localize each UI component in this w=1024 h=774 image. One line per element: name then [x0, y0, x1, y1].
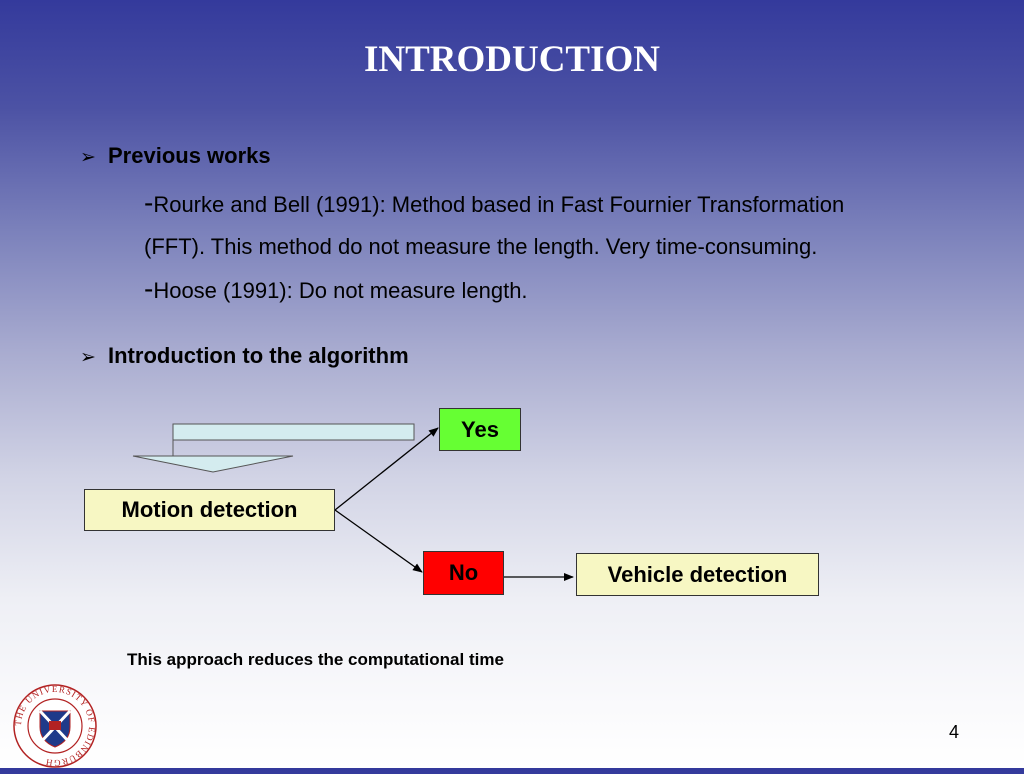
- motion-detection-box: Motion detection: [84, 489, 335, 531]
- previous-work-item-2: -Hoose (1991): Do not measure length.: [144, 273, 528, 305]
- feedback-arrow: [132, 423, 415, 473]
- arrow-to-yes: [334, 427, 439, 511]
- no-label: No: [448, 560, 479, 585]
- arrow-to-no: [334, 509, 423, 573]
- item-text: (FFT). This method do not measure the le…: [144, 234, 818, 259]
- item-dash: -: [144, 273, 154, 304]
- bullet-arrow-icon: ➢: [80, 147, 96, 168]
- item-dash: -: [144, 187, 154, 218]
- previous-works-heading: Previous works: [108, 143, 271, 168]
- yes-label: Yes: [461, 416, 499, 442]
- no-box: No: [423, 551, 504, 595]
- vehicle-detection-box: Vehicle detection: [576, 553, 819, 596]
- university-crest-icon: THE UNIVERSITY OF EDINBURGH: [12, 683, 98, 769]
- slide-title: INTRODUCTION: [363, 39, 661, 80]
- bullet-arrow-icon: ➢: [80, 347, 96, 368]
- vehicle-detection-label: Vehicle detection: [607, 561, 788, 587]
- previous-work-item-1-continuation: (FFT). This method do not measure the le…: [144, 234, 817, 260]
- item-text: Hoose (1991): Do not measure length.: [153, 278, 528, 303]
- previous-work-item-1: -Rourke and Bell (1991): Method based in…: [144, 187, 844, 219]
- item-text: Rourke and Bell (1991): Method based in …: [153, 192, 845, 217]
- bullet-introduction-algorithm: ➢ Introduction to the algorithm: [80, 343, 409, 369]
- footer-note: This approach reduces the computational …: [127, 650, 504, 669]
- algorithm-heading: Introduction to the algorithm: [108, 343, 409, 368]
- page-number: 4: [949, 722, 960, 742]
- yes-box: Yes: [439, 408, 521, 451]
- bullet-previous-works: ➢ Previous works: [80, 143, 271, 169]
- motion-detection-label: Motion detection: [121, 497, 298, 522]
